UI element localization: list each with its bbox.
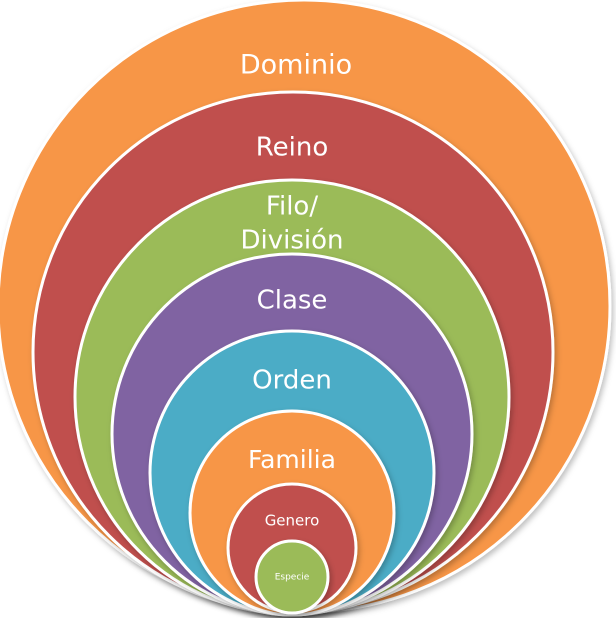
label-orden: Orden — [252, 366, 332, 396]
label-clase: Clase — [257, 286, 328, 316]
label-genero: Genero — [265, 512, 320, 530]
label-familia: Familia — [248, 445, 336, 474]
ring-especie — [254, 539, 330, 615]
label-filo-line-2: División — [240, 226, 343, 256]
label-dominio: Dominio — [240, 50, 352, 81]
label-filo-line-1: Filo/ — [266, 192, 318, 222]
label-especie: Especie — [275, 573, 310, 583]
label-reino: Reino — [256, 133, 329, 163]
